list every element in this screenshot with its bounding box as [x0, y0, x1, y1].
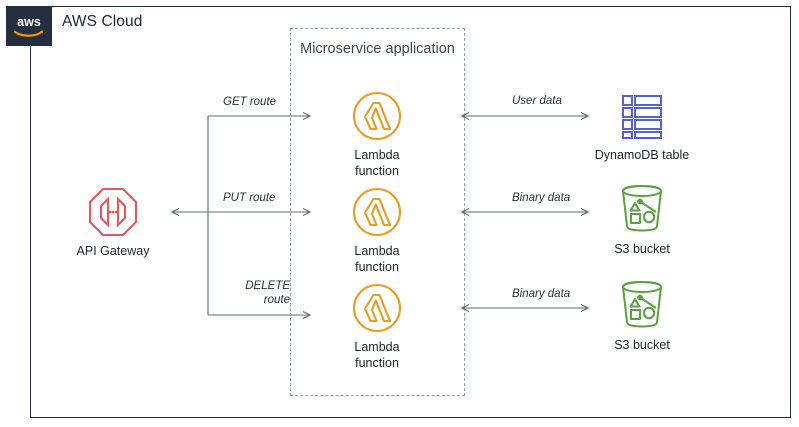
node-lambda-function-delete[interactable]: Lambda function	[327, 282, 427, 371]
api-gateway-octagon-icon	[63, 186, 163, 238]
node-s3-bucket-2[interactable]: S3 bucket	[592, 278, 692, 353]
edge-label-put-route: PUT route	[223, 192, 276, 204]
node-label-s3-bucket-2: S3 bucket	[614, 338, 670, 352]
lambda-function-icon	[327, 186, 427, 238]
microservice-application-title: Microservice application	[300, 41, 455, 57]
s3-bucket-icon	[592, 182, 692, 236]
aws-logo-icon: aws	[6, 6, 52, 46]
node-label-lambda-delete: Lambda function	[354, 340, 400, 370]
node-lambda-function-get[interactable]: Lambda function	[327, 90, 427, 179]
svg-text:aws: aws	[17, 15, 41, 29]
node-label-lambda-put: Lambda function	[354, 244, 400, 274]
node-lambda-function-put[interactable]: Lambda function	[327, 186, 427, 275]
lambda-function-icon	[327, 90, 427, 142]
edge-label-get-route: GET route	[223, 96, 277, 108]
node-label-api-gateway: API Gateway	[76, 244, 150, 258]
dynamodb-table-icon	[592, 88, 692, 142]
edge-label-binary-data-1: Binary data	[512, 192, 571, 204]
aws-cloud-boundary	[30, 6, 791, 418]
edge-label-delete-route: DELETE route	[245, 280, 290, 306]
node-label-dynamodb: DynamoDB table	[594, 148, 690, 162]
node-label-s3-bucket-1: S3 bucket	[614, 242, 670, 256]
s3-bucket-icon	[592, 278, 692, 332]
node-s3-bucket-1[interactable]: S3 bucket	[592, 182, 692, 257]
lambda-function-icon	[327, 282, 427, 334]
node-label-lambda-get: Lambda function	[354, 148, 400, 178]
aws-cloud-title: AWS Cloud	[62, 13, 143, 30]
edge-label-user-data: User data	[512, 95, 562, 107]
node-dynamodb-table[interactable]: DynamoDB table	[592, 88, 692, 163]
node-api-gateway[interactable]: API Gateway	[63, 186, 163, 259]
edge-label-binary-data-2: Binary data	[512, 288, 571, 300]
